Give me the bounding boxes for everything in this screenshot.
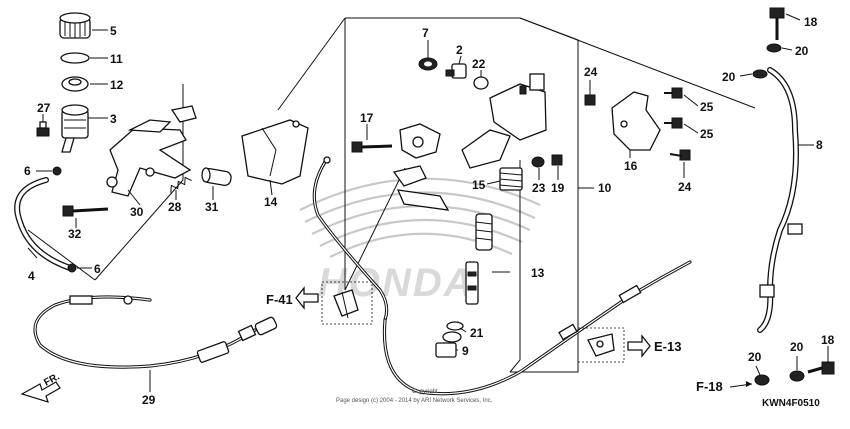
callout-14: 14: [264, 195, 278, 209]
callout-27: 27: [37, 101, 51, 115]
callout-25-lower: 25: [700, 127, 714, 141]
callout-18-lower: 18: [821, 333, 835, 347]
washer-20-c: [754, 374, 770, 386]
bolt-18-upper: [769, 7, 785, 40]
spring-28: [170, 176, 192, 193]
ref-label-f41: F-41: [266, 292, 293, 307]
callout-numbers: 5 11 12 3 27 6 6 4 32 30 28 31 14 29 7 2…: [24, 15, 835, 407]
washer-20-a: [766, 43, 782, 53]
ref-clamp-f41: [321, 281, 373, 325]
callout-25-upper: 25: [700, 100, 714, 114]
callout-20-c: 20: [748, 350, 762, 364]
bolt-25-upper: [664, 87, 683, 99]
callout-20-a: 20: [795, 44, 809, 58]
clutch-hose-8: [757, 67, 803, 333]
callout-18-upper: 18: [804, 15, 818, 29]
bolt-32: [62, 205, 109, 217]
callout-13: 13: [531, 266, 545, 280]
leader-lines: [27, 13, 829, 392]
callout-12: 12: [110, 78, 124, 92]
reservoir-cap-5: [59, 12, 91, 39]
callout-30: 30: [130, 205, 144, 219]
ref-label-e13: E-13: [654, 339, 681, 354]
callout-11: 11: [110, 52, 123, 66]
hose-4: [14, 177, 73, 271]
callout-29: 29: [142, 393, 156, 407]
diaphragm-plate-11: [60, 52, 90, 64]
callout-7: 7: [422, 26, 429, 40]
spring-15: [499, 167, 523, 191]
callout-24-lower: 24: [678, 180, 692, 194]
bolt-2: [445, 63, 467, 79]
diagram-code: KWN4F0510: [762, 398, 820, 409]
washer-20-b: [752, 69, 768, 79]
callout-8: 8: [816, 138, 823, 152]
bolt-24-lower: [669, 149, 691, 161]
bolt-25-lower: [664, 117, 683, 129]
o-ring-22: [473, 76, 489, 90]
callout-20-d: 20: [790, 340, 804, 354]
callout-17: 17: [360, 111, 374, 125]
callout-6-lower: 6: [94, 262, 101, 276]
washer-7: [418, 57, 438, 71]
arrow-f18: [729, 381, 753, 388]
cable-29: [33, 295, 278, 369]
callout-3: 3: [110, 112, 117, 126]
lower-clutch-cable-10: [382, 260, 692, 396]
callout-2: 2: [456, 43, 463, 57]
bracket-30: [106, 105, 197, 197]
copyright-line-2: Page design (c) 2004 - 2014 by ARI Netwo…: [336, 398, 493, 404]
lever-assembly: [392, 73, 547, 211]
ref-label-f18: F-18: [696, 379, 723, 394]
piston-kit-13: [435, 213, 493, 358]
diaphragm-12: [61, 76, 89, 92]
cover-14: [241, 119, 309, 185]
bolt-27: [36, 121, 50, 137]
nut-23: [531, 156, 545, 168]
callout-6-upper: 6: [24, 164, 31, 178]
callout-23: 23: [532, 181, 546, 195]
assembly-boundaries: [27, 17, 756, 373]
arrow-e13: [627, 334, 651, 358]
callout-24-upper: 24: [584, 65, 598, 79]
clip-6-lower: [67, 263, 77, 273]
bolt-24-upper: [584, 94, 596, 106]
callout-19: 19: [551, 181, 565, 195]
callout-4: 4: [28, 269, 35, 283]
callout-5: 5: [110, 24, 117, 38]
front-direction-arrow: FR.: [20, 371, 62, 403]
bracket-16: [611, 91, 661, 151]
callout-20-b: 20: [722, 70, 736, 84]
callout-31: 31: [205, 200, 219, 214]
bolt-17: [351, 141, 393, 153]
collar-31: [201, 167, 232, 187]
reservoir-3: [61, 104, 89, 153]
callout-16: 16: [624, 159, 638, 173]
callout-10: 10: [598, 181, 612, 195]
upper-clutch-cable: [312, 156, 389, 322]
washer-20-d: [789, 370, 805, 382]
bolt-18-lower: [807, 361, 835, 375]
callout-21: 21: [470, 326, 484, 340]
callout-15: 15: [472, 178, 486, 192]
callout-22: 22: [472, 57, 486, 71]
ref-bracket-e13: [577, 327, 625, 363]
copyright-line-1: Copyright: [412, 389, 438, 395]
nut-19: [551, 154, 563, 166]
clip-6-upper: [52, 166, 62, 176]
callout-9: 9: [462, 344, 469, 358]
callout-28: 28: [168, 200, 182, 214]
arrow-f41: [295, 286, 319, 310]
callout-32: 32: [68, 227, 82, 241]
